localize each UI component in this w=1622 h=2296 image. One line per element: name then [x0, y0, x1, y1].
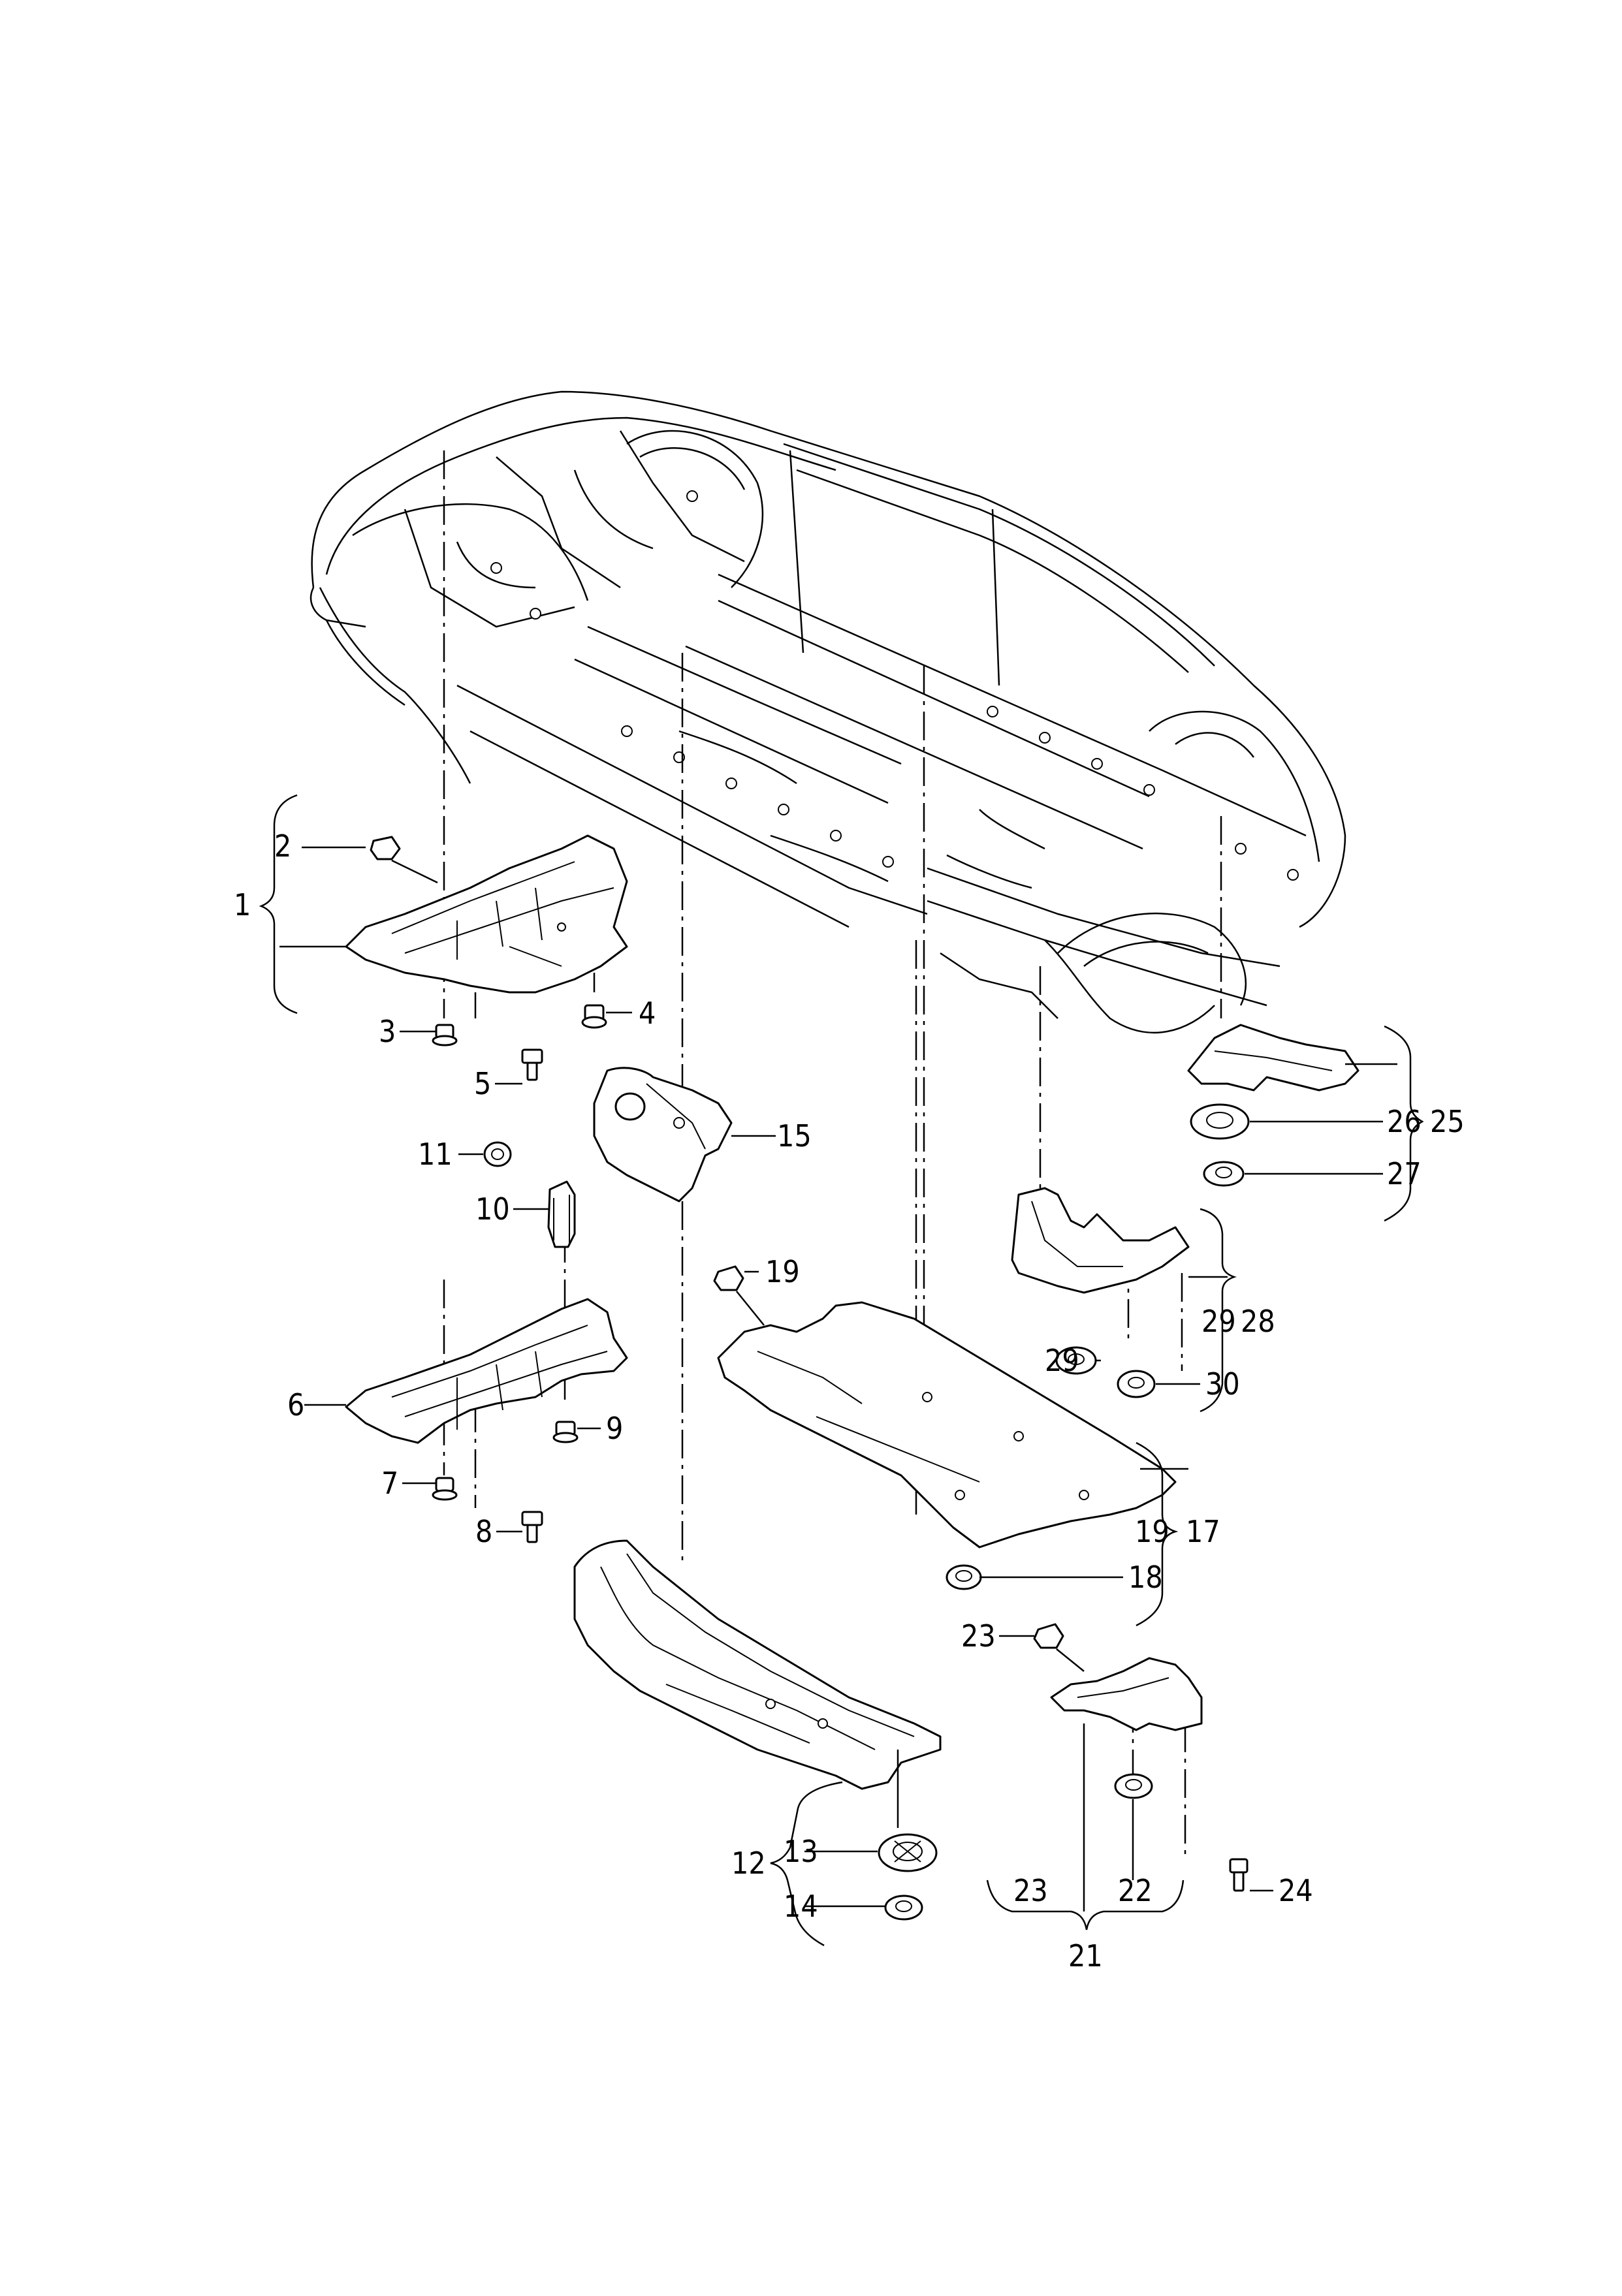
- part-14-nut: [884, 1895, 923, 1921]
- part-30-fastener: [1117, 1370, 1156, 1398]
- callout-27: 27: [1387, 1156, 1422, 1191]
- part-2-clip: [370, 836, 438, 884]
- callout-3: 3: [379, 1014, 396, 1049]
- callout-labels: 1 2 3 4 5 15 11 10 6 7 8 9 19 29 30 29 2…: [234, 828, 1465, 1974]
- callout-14: 14: [784, 1889, 818, 1924]
- part-11-grommet: [483, 1141, 512, 1167]
- part-4-nut: [581, 1004, 607, 1029]
- leader-lines: [279, 846, 1397, 1911]
- part-7-screw: [432, 1477, 458, 1501]
- callout-25: 25: [1430, 1104, 1465, 1139]
- callout-11: 11: [418, 1137, 453, 1172]
- callout-10: 10: [475, 1191, 510, 1227]
- callout-12: 12: [731, 1846, 766, 1881]
- part-5-bolt: [521, 1048, 543, 1081]
- part-21-rear-panel: [1050, 1657, 1203, 1731]
- alignment-lines: [443, 450, 1222, 1854]
- callout-18: 18: [1128, 1560, 1163, 1595]
- part-6-underbody-panel: [345, 1298, 628, 1444]
- callout-24: 24: [1279, 1873, 1313, 1908]
- part-3-screw: [432, 1024, 458, 1046]
- part-27-nut: [1203, 1161, 1245, 1187]
- part-26-fastener: [1190, 1103, 1250, 1140]
- callout-29b: 29: [1201, 1304, 1236, 1339]
- callout-13: 13: [784, 1834, 818, 1869]
- callout-19a: 19: [765, 1254, 800, 1289]
- part-18-nut: [946, 1564, 982, 1590]
- part-9-bolt: [552, 1421, 579, 1443]
- callout-17: 17: [1186, 1514, 1220, 1549]
- part-17-floor-panel: [717, 1301, 1177, 1549]
- callout-22: 22: [1118, 1873, 1153, 1908]
- callout-8: 8: [475, 1514, 492, 1549]
- part-1-front-underbody-panel: [345, 834, 628, 994]
- callout-23b: 23: [1013, 1873, 1048, 1908]
- vehicle-body: [310, 390, 1346, 1033]
- callout-5: 5: [474, 1066, 491, 1101]
- part-22-fastener: [1114, 1773, 1153, 1799]
- part-19-clip: [713, 1265, 765, 1326]
- part-13-fastener: [878, 1833, 938, 1872]
- callout-7: 7: [381, 1466, 398, 1501]
- part-25-rear-bracket: [1187, 1024, 1360, 1092]
- callout-19b: 19: [1135, 1514, 1169, 1549]
- callout-29a: 29: [1045, 1343, 1079, 1378]
- callout-9: 9: [606, 1411, 623, 1446]
- callout-21: 21: [1068, 1938, 1103, 1974]
- callout-28: 28: [1241, 1304, 1275, 1339]
- part-23-clip: [1033, 1623, 1085, 1672]
- braces: [259, 794, 1424, 1947]
- part-24-bolt: [1229, 1858, 1248, 1892]
- part-15-heat-shield: [593, 1067, 733, 1203]
- callout-26: 26: [1387, 1104, 1422, 1139]
- callout-23a: 23: [961, 1618, 996, 1654]
- part-12-tunnel-panel: [573, 1539, 942, 1790]
- callout-6: 6: [287, 1387, 304, 1423]
- callout-15: 15: [777, 1118, 812, 1154]
- callout-30: 30: [1205, 1366, 1240, 1402]
- callout-1: 1: [234, 887, 251, 922]
- part-28-rear-side-panel: [1011, 1187, 1190, 1294]
- part-8-bolt: [521, 1511, 543, 1543]
- callout-4: 4: [639, 996, 656, 1031]
- callout-2: 2: [274, 828, 291, 864]
- part-10-bracket: [547, 1180, 576, 1248]
